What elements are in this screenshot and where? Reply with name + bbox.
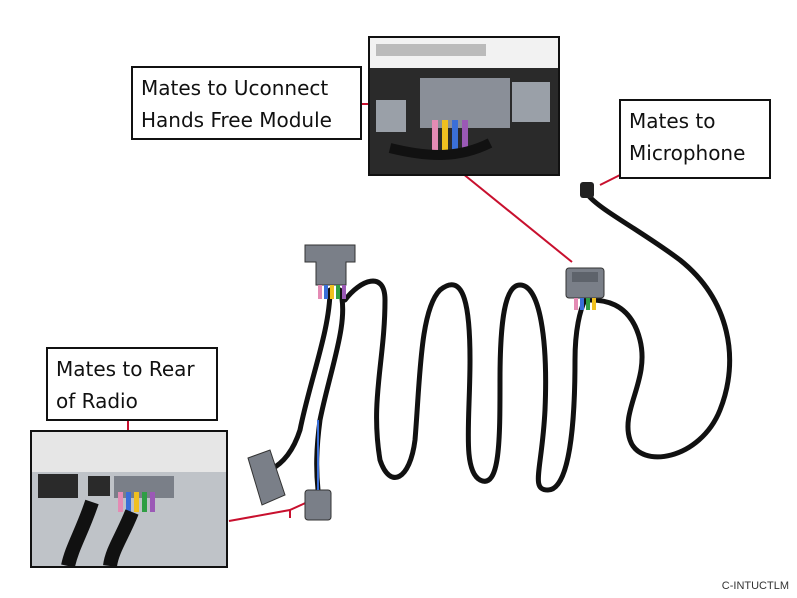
radio-main-connector [304, 244, 356, 299]
uconnect-module-photo [368, 36, 560, 176]
label-uconnect: Mates to Uconnect Hands Free Module [131, 66, 362, 140]
label-microphone-line2: Microphone [629, 141, 746, 165]
radio-rear-photo [30, 430, 228, 568]
part-code: C-INTUCTLM [721, 580, 789, 592]
label-radio-line1: Mates to Rear [56, 357, 195, 381]
uconnect-connector [565, 267, 605, 310]
label-radio-line2: of Radio [56, 389, 138, 413]
label-uconnect-line2: Hands Free Module [141, 108, 332, 132]
label-uconnect-line1: Mates to Uconnect [141, 76, 329, 100]
radio-secondary-connector [247, 420, 332, 521]
radio-photo-drawing [32, 432, 226, 566]
microphone-connector [580, 182, 594, 198]
module-photo-drawing [370, 38, 558, 174]
label-radio: Mates to Rear of Radio [46, 347, 218, 421]
leader-lines [127, 103, 621, 522]
label-microphone-line1: Mates to [629, 109, 716, 133]
harness-cable [267, 192, 733, 493]
label-microphone: Mates to Microphone [619, 99, 771, 179]
